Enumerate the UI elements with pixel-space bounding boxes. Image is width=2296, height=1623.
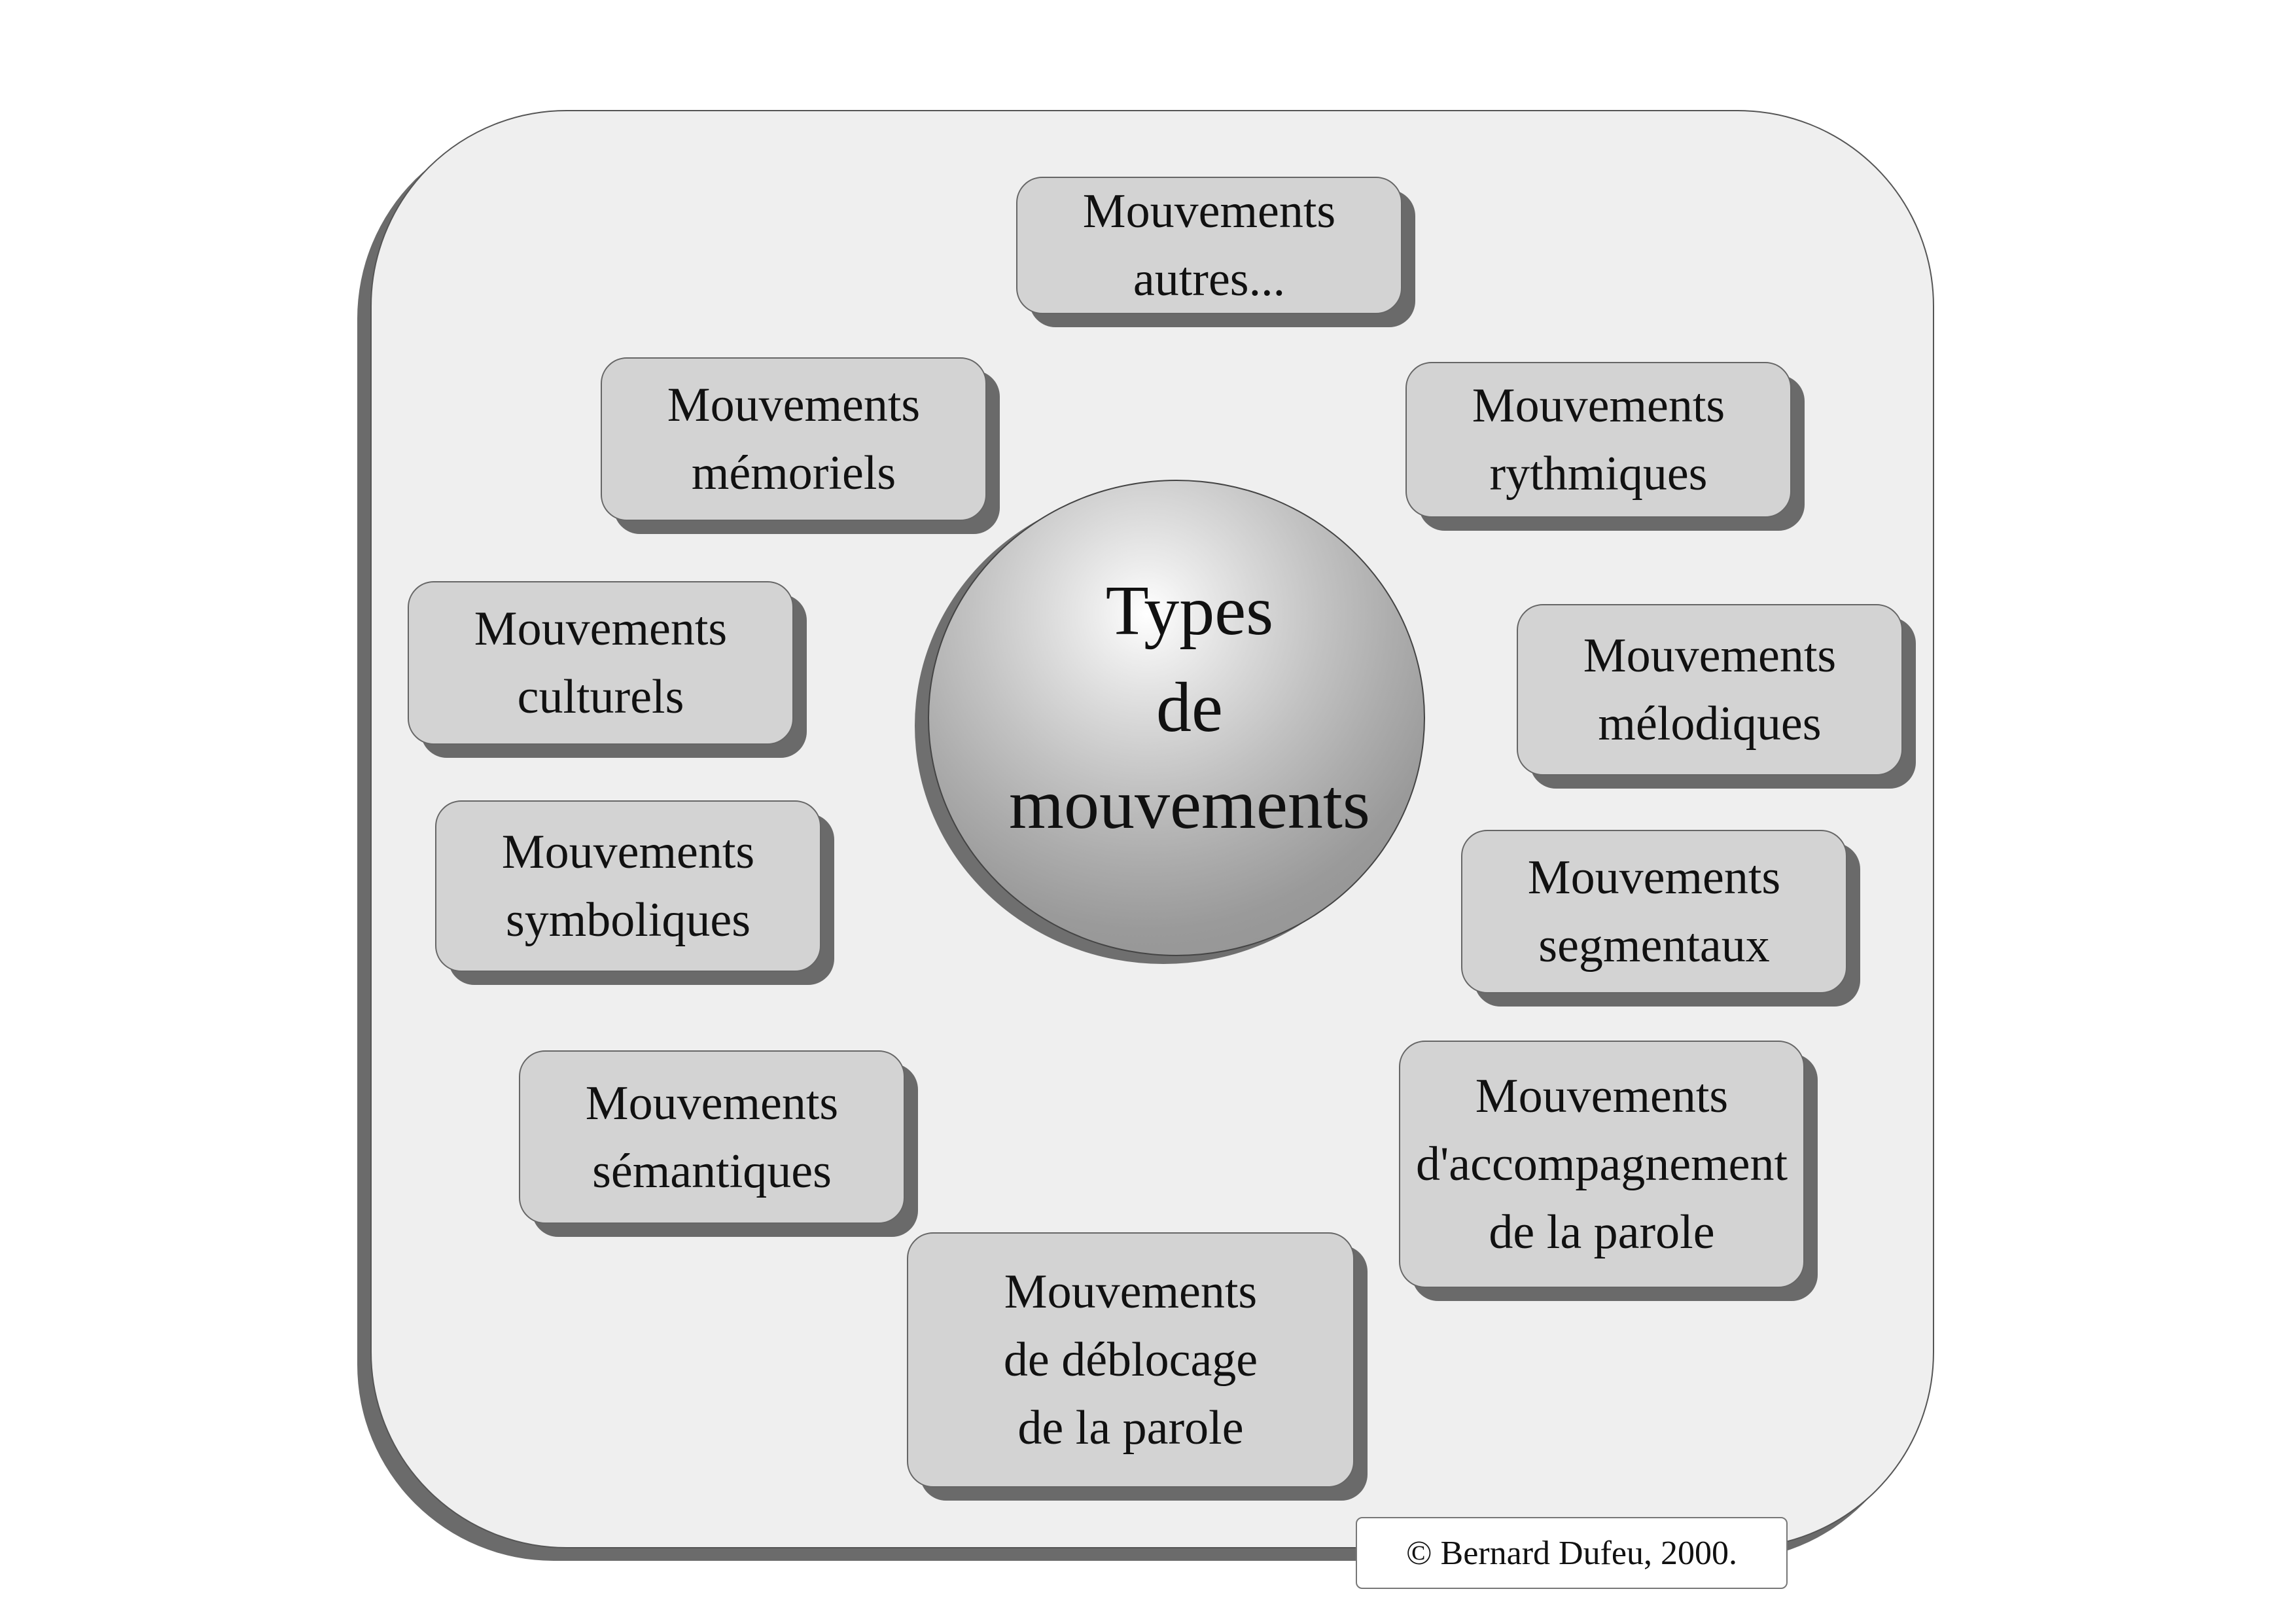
box-label-line: autres... xyxy=(1133,253,1286,306)
box-label-line: Mouvements xyxy=(474,602,728,656)
box-label-line: symboliques xyxy=(505,893,751,947)
box-label-line: segmentaux xyxy=(1538,919,1770,972)
box-label-line: de la parole xyxy=(1489,1205,1715,1259)
box-label-line: Mouvements xyxy=(1082,185,1336,238)
box-mouvements-autres: Mouvements autres... xyxy=(1016,177,1402,314)
box-label-line: Mouvements xyxy=(1583,629,1837,683)
box-label-line: rythmiques xyxy=(1489,447,1708,501)
box-mouvements-symboliques: Mouvements symboliques xyxy=(435,800,821,972)
box-mouvements-memoriels: Mouvements mémoriels xyxy=(601,357,987,521)
copyright-notice: © Bernard Dufeu, 2000. xyxy=(1356,1517,1788,1589)
box-mouvements-deblocage: Mouvements de déblocage de la parole xyxy=(907,1232,1354,1488)
center-title-line: de xyxy=(1156,669,1223,747)
center-title-line: mouvements xyxy=(1009,766,1370,844)
box-label-line: Mouvements xyxy=(1472,379,1725,433)
box-label-line: mémoriels xyxy=(691,446,896,500)
box-mouvements-segmentaux: Mouvements segmentaux xyxy=(1461,830,1847,993)
box-mouvements-semantiques: Mouvements sémantiques xyxy=(519,1050,905,1224)
center-sphere xyxy=(928,480,1425,956)
box-mouvements-rythmiques: Mouvements rythmiques xyxy=(1405,362,1792,518)
box-mouvements-melodiques: Mouvements mélodiques xyxy=(1517,604,1903,776)
box-label-line: Mouvements xyxy=(1004,1265,1258,1319)
box-label-line: Mouvements xyxy=(1527,851,1781,904)
box-label-line: d'accompagnement xyxy=(1415,1137,1788,1191)
center-title: Types de mouvements xyxy=(928,563,1451,853)
box-label-line: de la parole xyxy=(1017,1401,1244,1455)
box-label-line: Mouvements xyxy=(1475,1069,1729,1123)
box-label-line: mélodiques xyxy=(1598,697,1822,751)
box-mouvements-accompagnement: Mouvements d'accompagnement de la parole xyxy=(1399,1041,1805,1288)
box-label-line: Mouvements xyxy=(667,378,921,432)
box-label-line: de déblocage xyxy=(1003,1333,1258,1387)
box-label-line: culturels xyxy=(517,670,684,724)
box-label-line: Mouvements xyxy=(501,825,755,879)
center-title-line: Types xyxy=(1105,572,1274,650)
box-mouvements-culturels: Mouvements culturels xyxy=(408,581,794,745)
box-label-line: sémantiques xyxy=(592,1144,832,1198)
box-label-line: Mouvements xyxy=(585,1076,839,1130)
